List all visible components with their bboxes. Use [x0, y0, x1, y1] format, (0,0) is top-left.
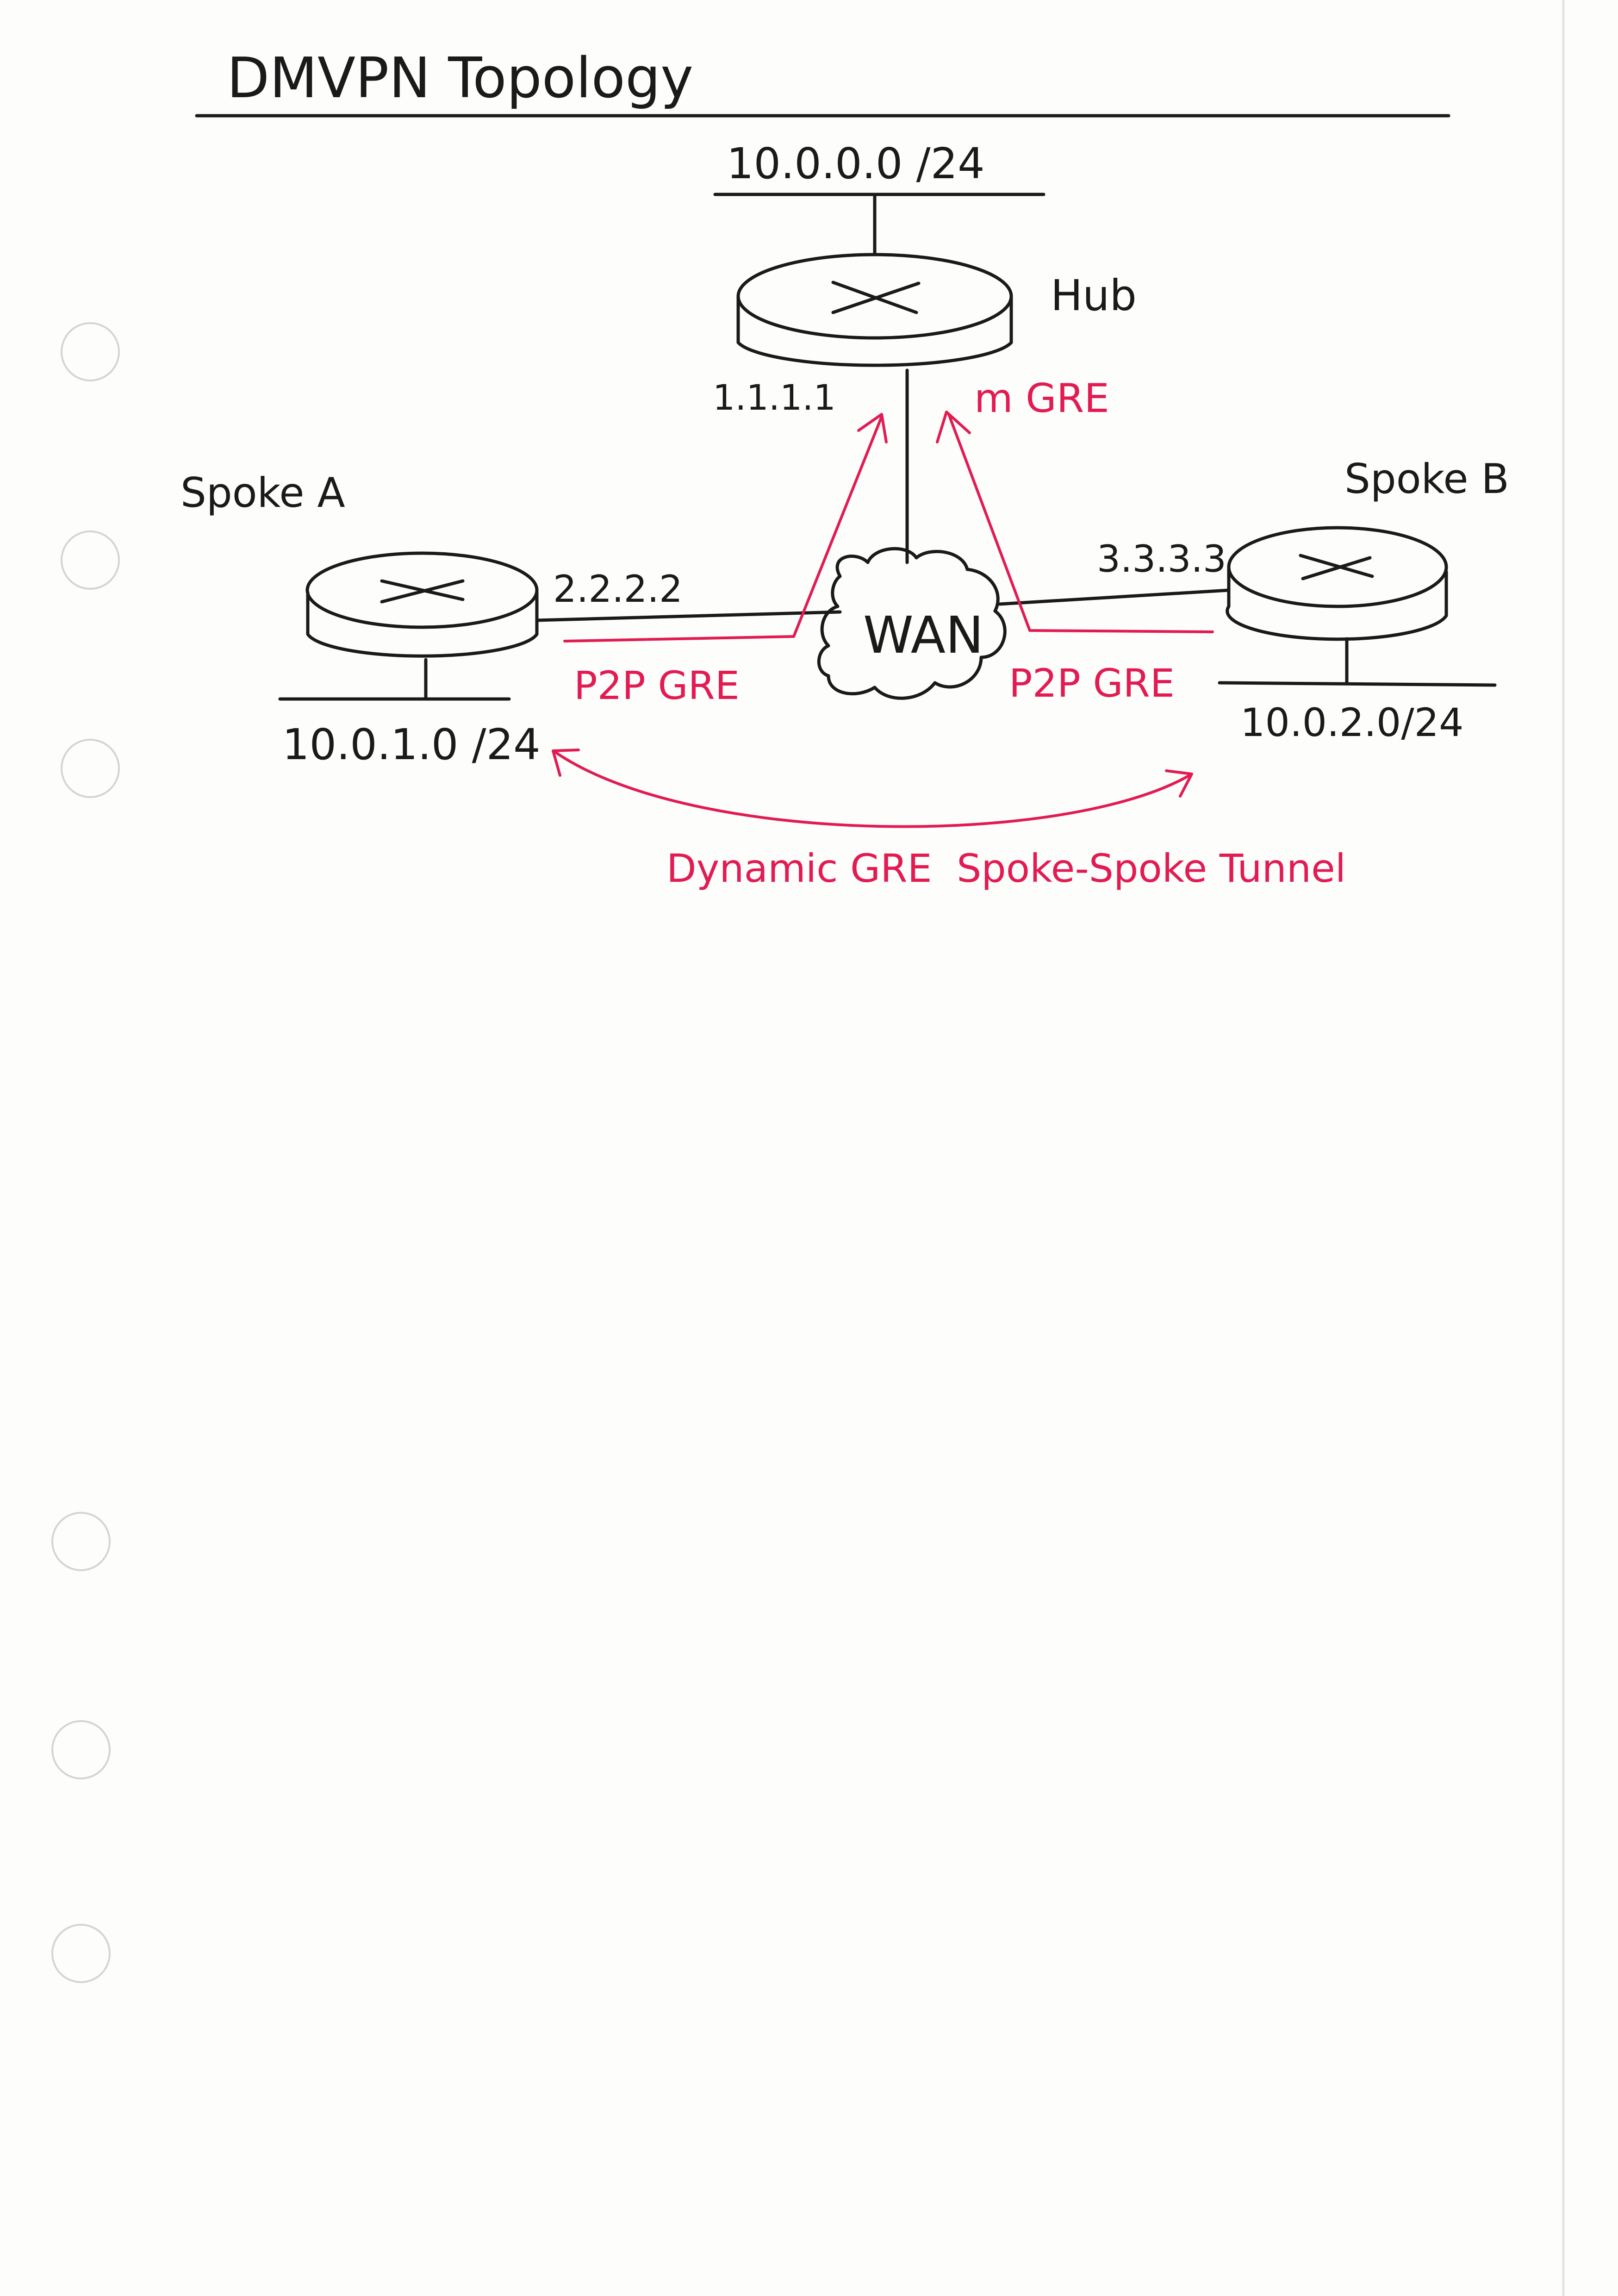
hub-router-icon — [736, 253, 1013, 367]
spoke-b-tunnel — [936, 411, 1214, 633]
spoke-b-label: Spoke B — [1344, 455, 1509, 503]
binder-holes — [51, 322, 120, 1983]
wan-label: WAN — [863, 605, 983, 665]
page-title: DMVPN Topology — [227, 46, 693, 111]
spoke-b-router-icon — [1226, 526, 1448, 641]
spoke-a-tunnel — [563, 413, 888, 643]
hub-tunnel-label: m GRE — [974, 375, 1109, 422]
spoke-a-lan-label: 10.0.1.0 /24 — [282, 720, 541, 769]
spoke-a-wan-link — [535, 610, 842, 622]
spoke-b-wan-ip: 3.3.3.3 — [1097, 537, 1226, 580]
spoke-b-lan-segment — [1218, 681, 1497, 687]
hub-wan-ip: 1.1.1.1 — [713, 377, 836, 418]
spoke-b-lan-label: 10.0.2.0/24 — [1240, 700, 1464, 745]
spoke-a-label: Spoke A — [180, 469, 345, 517]
dynamic-tunnel-arc — [552, 749, 1193, 828]
hub-lan-label: 10.0.0.0 /24 — [727, 139, 985, 188]
dynamic-tunnel-label: Dynamic GRE Spoke-Spoke Tunnel — [666, 846, 1346, 891]
spoke-a-router-icon — [305, 551, 539, 658]
wan-cloud-icon — [817, 547, 1007, 700]
hub-label: Hub — [1051, 271, 1137, 320]
spoke-a-tunnel-label: P2P GRE — [574, 663, 740, 708]
spoke-a-wan-ip: 2.2.2.2 — [553, 568, 683, 611]
spoke-b-tunnel-label: P2P GRE — [1009, 661, 1175, 706]
spoke-b-wan-link — [998, 588, 1231, 606]
